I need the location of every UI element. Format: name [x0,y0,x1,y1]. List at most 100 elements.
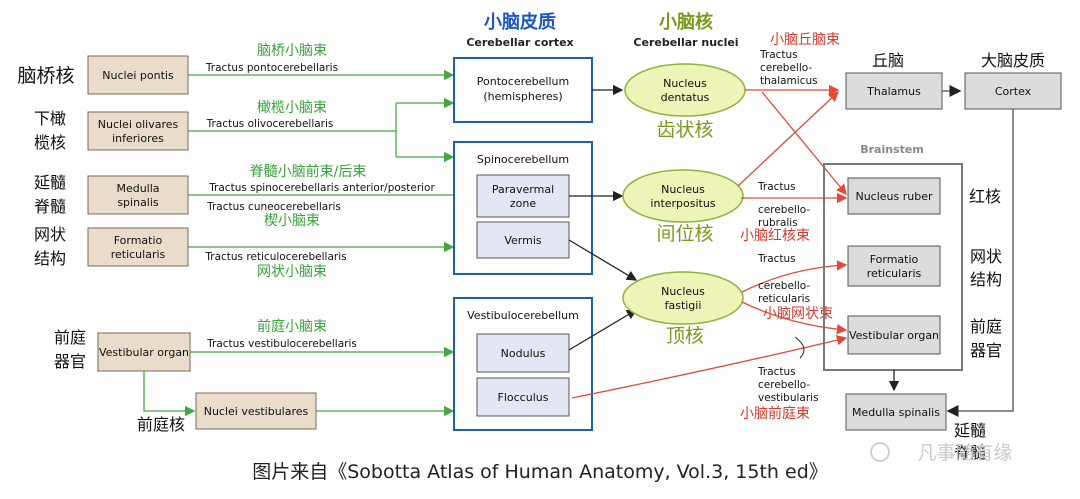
flocculus-box [476,377,570,417]
formatio-reticularis-label-2: reticularis [111,248,166,261]
thalamus-box [845,72,943,110]
target-reticular-cn-1: 网状 [970,247,1002,266]
cortex-target-box [964,72,1062,110]
nucleus-dentatus [624,63,746,117]
medulla-target-label: Medulla spinalis [852,406,940,419]
target-vestibular-cn-1: 前庭 [970,317,1002,336]
nodulus-label: Nodulus [501,347,546,360]
nucleus-fastigii [622,271,744,325]
medulla-spinalis-label-2: spinalis [117,196,159,209]
dentatus-cn: 齿状核 [656,119,713,141]
cortex-header-en: Cerebellar cortex [466,36,573,49]
nodulus-box [476,333,570,373]
olive-cn-1: 下橄 [34,109,66,128]
tract-vestibulo-latin: Tractus vestibulocerebellaris [206,338,357,350]
wechat-icon [870,442,890,462]
tract-thalamicus-3: thalamicus [760,75,818,87]
dentatus-label-1: Nucleus [663,77,707,90]
flocculus-label: Flocculus [498,391,549,404]
tract-reticularis-2: cerebello- [758,280,810,292]
target-vestibular-cn-2: 器官 [970,341,1002,360]
watermark: 凡事随有缘 [870,442,1013,464]
nuclei-header-cn: 小脑核 [659,11,713,33]
tract-rubralis-cn: 小脑红核束 [740,228,810,244]
interpositus-label-1: Nucleus [661,183,705,196]
fastigii-cn: 顶核 [666,325,704,347]
nuclei-pontis-box [87,55,189,95]
vestibular-nuclei-cn: 前庭核 [137,415,185,434]
paravermal-label-1: Paravermal [492,183,554,196]
arrow-cortex-to-medulla [946,109,1014,417]
paravermal-label-2: zone [510,197,536,210]
tract-spino-latin: Tractus spinocerebellaris anterior/poste… [208,182,435,194]
nuclei-vestibulares-label: Nuclei vestibulares [204,405,309,418]
reticular-cn-2: 结构 [34,249,66,268]
nucleus-ruber-label: Nucleus ruber [855,190,933,203]
figure-caption: 图片来自《Sobotta Atlas of Human Anatomy, Vol… [252,461,828,483]
vestibular-organ-label: Vestibular organ [99,346,189,359]
tract-olivo-cn: 橄榄小脑束 [257,100,327,116]
nucleus-ruber-box [847,177,941,215]
tract-spino-cn: 脊髓小脑前束/后束 [250,163,367,180]
nuclei-pontis-label: Nuclei pontis [102,69,174,82]
cortex-target-cn: 大脑皮质 [981,51,1045,70]
arrow-fastigii-to-vestibular [741,301,848,335]
medulla-spinalis-box [87,175,189,215]
tract-vestibularis-1: Tractus [757,366,796,378]
tract-vestibularis-3: vestibularis [758,392,819,404]
tract-vestibularis-2: cerebello- [758,379,810,391]
olive-cn-2: 榄核 [34,133,66,152]
tract-reticularis-3: reticularis [758,293,810,305]
cortex-header-cn: 小脑皮质 [484,11,556,33]
brainstem-box [823,163,963,371]
fastigii-label-1: Nucleus [661,285,705,298]
target-reticularis-2: reticularis [867,267,922,280]
tract-cuneo-cn: 楔小脑束 [264,213,320,229]
nucleus-ruber-cn: 红核 [969,187,1001,206]
medulla-spinalis-label-1: Medulla [116,182,159,195]
target-vestibular-label: Vestibular organ [849,329,939,342]
tract-thalamicus-cn: 小脑丘脑束 [770,32,840,48]
tract-olivo-latin: Tractus olivocerebellaris [206,118,334,130]
tract-vestibulo-cn: 前庭小脑束 [257,318,327,335]
pontocerebellum-label: Pontocerebellum [477,75,569,88]
thalamus-cn: 丘脑 [872,51,904,70]
brainstem-label: Brainstem [860,143,924,156]
tract-rubralis-3: rubralis [758,217,798,229]
tract-reticulo-cn: 网状小脑束 [257,264,327,280]
paravermal-zone-box [476,174,570,218]
target-reticularis-box [847,245,941,287]
vestibular-organ-cn-1: 前庭 [54,328,86,347]
tract-reticularis-cn: 小脑网状束 [763,306,833,322]
dentatus-label-2: dentatus [661,91,710,104]
tract-thalamicus-1: Tractus [759,49,798,61]
interpositus-cn: 间位核 [656,223,713,245]
medulla-target-cn-2: 脊髓 [954,443,986,462]
pontocerebellum-box [453,57,593,123]
formatio-reticularis-label-1: Formatio [114,234,163,247]
arrow-interpositus-to-thalamus [737,91,839,187]
tract-vestibularis-cn: 小脑前庭束 [740,405,810,422]
medulla-target-box [845,393,947,431]
arrow-nodulus-to-fastigii [568,309,638,351]
pontocerebellum-sub: (hemispheres) [483,90,562,103]
vermis-box [476,221,570,259]
arrow-dentatus-to-ruber [761,91,847,196]
nucleus-interpositus [622,169,744,223]
spinocerebellum-label: Spinocerebellum [477,153,569,166]
arrow-flocculus-to-vestibular [571,335,848,399]
vermis-label: Vermis [504,234,542,247]
tract-rubralis-1: Tractus [757,181,796,193]
vestibular-organ-cn-2: 器官 [54,352,86,371]
tract-ponto-cn: 脑桥小脑束 [257,43,327,59]
pons-nuclei-cn: 脑桥核 [17,65,74,87]
tract-rubralis-2: cerebello- [758,204,810,216]
target-reticularis-1: Formatio [870,253,919,266]
nuclei-vestibulares-box [195,392,317,430]
medulla-target-cn-1: 延髓 [954,421,986,440]
nuclei-olivares-box [87,111,189,151]
nuclei-olivares-label-1: Nuclei olivares [98,118,179,131]
arrow-organ-to-vest-nuclei [143,371,196,417]
interpositus-label-2: interpositus [650,197,715,210]
